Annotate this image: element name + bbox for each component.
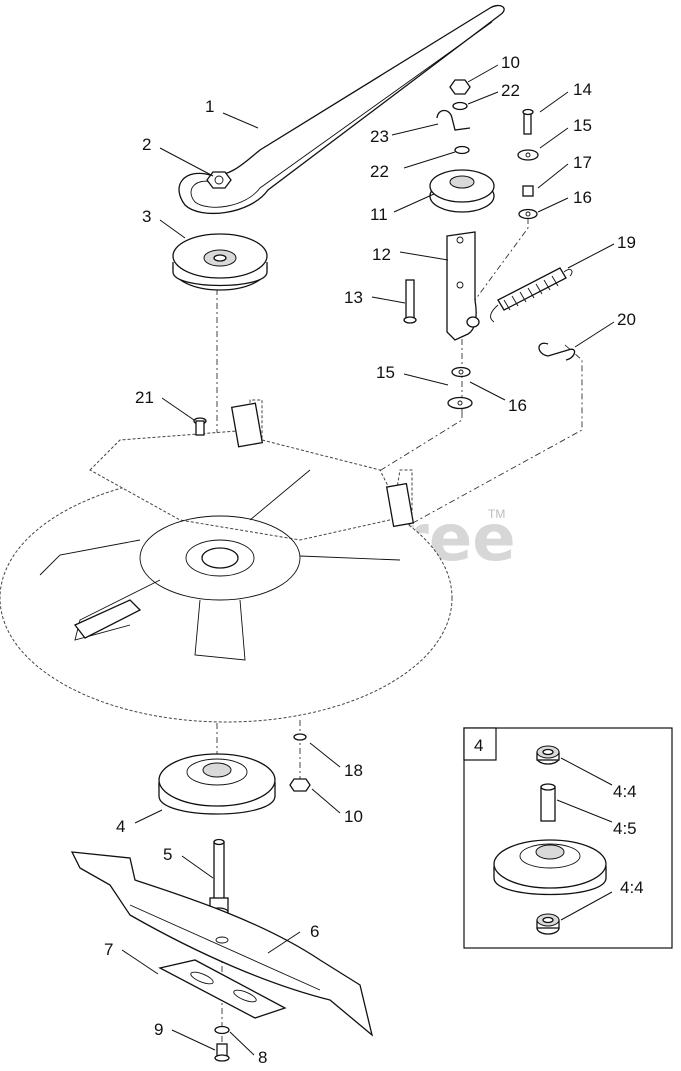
spindle-housing <box>158 753 276 815</box>
callout-17: 17 <box>573 153 592 172</box>
callout-5: 5 <box>163 845 172 864</box>
inset-box-label: 4 <box>474 736 483 755</box>
callout-12: 12 <box>372 245 391 264</box>
callout-20: 20 <box>617 310 636 329</box>
mower-deck <box>0 399 453 723</box>
callout-9: 9 <box>154 1020 163 1039</box>
belt <box>178 4 505 215</box>
callout-18: 18 <box>344 761 363 780</box>
callout-13: 13 <box>344 288 363 307</box>
callout-7: 7 <box>104 940 113 959</box>
callout-3: 3 <box>142 207 151 226</box>
blade-plate <box>158 959 287 1019</box>
watermark-tm: TM <box>488 507 505 521</box>
spindle-hardware <box>289 733 311 792</box>
callout-10-top: 10 <box>501 53 520 72</box>
callout-6: 6 <box>310 922 319 941</box>
callout-23: 23 <box>370 127 389 146</box>
callout-14: 14 <box>573 80 592 99</box>
callout-22-top: 22 <box>501 81 520 100</box>
callout-4: 4 <box>116 817 125 836</box>
bolt-part-21 <box>193 417 207 436</box>
callout-21: 21 <box>135 388 154 407</box>
callout-8: 8 <box>258 1048 267 1067</box>
callout-22-lower: 22 <box>370 162 389 181</box>
inset-detail: 4 4:4 4:5 4:4 <box>463 727 673 949</box>
inset-callout-4-4-top: 4:4 <box>613 782 637 801</box>
callout-2: 2 <box>142 135 151 154</box>
idler-assembly <box>403 79 576 410</box>
inset-callout-4-4-bottom: 4:4 <box>620 878 644 897</box>
callout-labels: 1 2 3 10 22 23 22 11 14 15 17 16 12 19 1… <box>104 53 636 1067</box>
callout-16-lower: 16 <box>508 396 527 415</box>
callout-1: 1 <box>205 97 214 116</box>
blade-hardware <box>214 1025 230 1062</box>
leader-lines <box>121 64 615 1056</box>
callout-16-top: 16 <box>573 188 592 207</box>
callout-10-lower: 10 <box>344 807 363 826</box>
callout-15-top: 15 <box>573 116 592 135</box>
pulley-part-3 <box>172 233 268 291</box>
callout-11: 11 <box>370 205 388 224</box>
inset-callout-4-5: 4:5 <box>613 819 637 838</box>
blade <box>70 851 374 1037</box>
callout-19: 19 <box>617 233 636 252</box>
callout-15-lower: 15 <box>376 363 395 382</box>
